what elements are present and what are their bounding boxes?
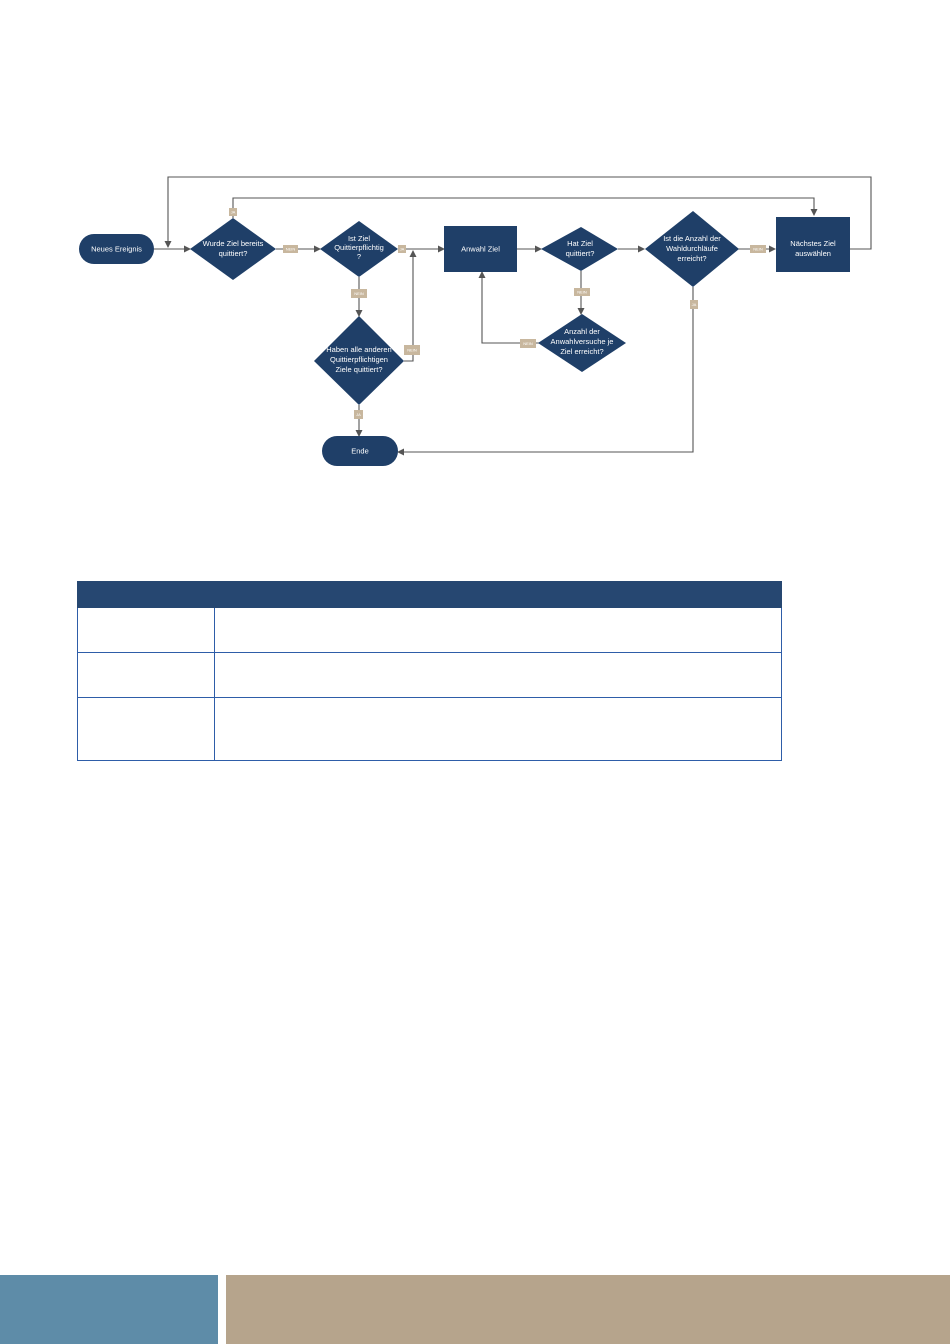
- svg-text:Ziele quittiert?: Ziele quittiert?: [335, 365, 382, 374]
- edge-label-nein: NEIN: [283, 245, 298, 253]
- decision-ist-ziel-quittierpflichtig: Ist Ziel Quittierpflichtig ?: [320, 221, 398, 277]
- table-row: [77, 607, 782, 653]
- table-header-cell: [214, 581, 782, 608]
- svg-text:Quittierpflichtig: Quittierpflichtig: [334, 243, 384, 252]
- edge-q6-to-ende-ja: [397, 287, 694, 456]
- footer-right-bar: [226, 1275, 950, 1344]
- info-table: [77, 581, 782, 761]
- svg-text:Anzahl der: Anzahl der: [564, 327, 600, 336]
- edge-q3-to-anwahl-nein: [404, 250, 417, 362]
- svg-text:auswählen: auswählen: [795, 249, 831, 258]
- svg-text:Neues Ereignis: Neues Ereignis: [91, 245, 142, 254]
- edge-label-nein: NEIN: [750, 245, 766, 253]
- svg-text:quittiert?: quittiert?: [219, 249, 248, 258]
- table-cell: [77, 697, 215, 761]
- svg-text:NEIN: NEIN: [407, 348, 417, 353]
- svg-text:erreicht?: erreicht?: [677, 254, 706, 263]
- decision-anzahl-anwahlversuche: Anzahl der Anwahlversuche je Ziel erreic…: [538, 314, 626, 372]
- svg-text:Nächstes Ziel: Nächstes Ziel: [790, 239, 836, 248]
- table-row: [77, 697, 782, 761]
- edge-label-nein: NEIN: [404, 345, 420, 355]
- edge-label-ja: JA: [398, 245, 406, 253]
- svg-text:NEIN: NEIN: [577, 290, 587, 295]
- edge-label-nein: NEIN: [351, 289, 367, 298]
- svg-text:Ist Ziel: Ist Ziel: [348, 234, 370, 243]
- start-node-neues-ereignis: Neues Ereignis: [79, 234, 154, 264]
- svg-text:Anwahlversuche je: Anwahlversuche je: [551, 337, 614, 346]
- decision-hat-ziel-quittiert: Hat Ziel quittiert?: [541, 227, 618, 271]
- svg-text:Ziel erreicht?: Ziel erreicht?: [560, 347, 603, 356]
- svg-text:NEIN: NEIN: [354, 291, 364, 296]
- svg-text:JA: JA: [356, 412, 361, 417]
- edge-q1-to-next-ja: [232, 197, 818, 218]
- svg-text:Haben alle anderen: Haben alle anderen: [326, 345, 391, 354]
- svg-text:JA: JA: [231, 210, 236, 215]
- svg-text:NEIN: NEIN: [286, 247, 296, 252]
- edge-label-ja: JA: [354, 410, 363, 419]
- table-row: [77, 652, 782, 698]
- footer-left-bar: [0, 1275, 218, 1344]
- edge-labels: NEIN JA JA NEIN NEIN JA NEIN NEIN: [229, 208, 766, 419]
- edge-q5-to-anwahl-nein: [478, 271, 540, 344]
- decision-anzahl-wahldurchlaeufe: Ist die Anzahl der Wahldurchläufe erreic…: [645, 211, 739, 287]
- nodes: Neues Ereignis Wurde Ziel bereits quitti…: [79, 211, 850, 466]
- info-table-container: [77, 581, 782, 761]
- table-header-row: [77, 581, 782, 608]
- edge-label-nein: NEIN: [574, 288, 590, 296]
- process-anwahl-ziel: Anwahl Ziel: [444, 226, 517, 272]
- end-node-ende: Ende: [322, 436, 398, 466]
- decision-wurde-ziel-quittiert: Wurde Ziel bereits quittiert?: [190, 218, 276, 280]
- svg-text:Quittierpflichtigen: Quittierpflichtigen: [330, 355, 388, 364]
- table-cell: [214, 697, 782, 761]
- svg-text:Anwahl Ziel: Anwahl Ziel: [461, 245, 500, 254]
- svg-text:Hat Ziel: Hat Ziel: [567, 239, 593, 248]
- svg-text:JA: JA: [692, 302, 697, 307]
- flowchart: NEIN JA JA NEIN NEIN JA NEIN NEIN: [79, 176, 872, 466]
- svg-text:Ende: Ende: [351, 447, 369, 456]
- table-cell: [214, 607, 782, 653]
- svg-text:NEIN: NEIN: [523, 341, 533, 346]
- table-cell: [77, 607, 215, 653]
- table-header-cell: [77, 581, 215, 608]
- edge-label-ja: JA: [229, 208, 237, 216]
- decision-haben-alle-anderen: Haben alle anderen Quittierpflichtigen Z…: [314, 316, 404, 405]
- svg-text:NEIN: NEIN: [753, 247, 763, 252]
- svg-text:?: ?: [357, 252, 361, 261]
- process-naechstes-ziel-auswaehlen: Nächstes Ziel auswählen: [776, 217, 850, 272]
- edge-label-ja: JA: [690, 300, 698, 309]
- edge-label-nein: NEIN: [520, 339, 536, 348]
- svg-text:Ist die Anzahl der: Ist die Anzahl der: [663, 234, 721, 243]
- svg-text:JA: JA: [400, 247, 405, 252]
- svg-text:Wahldurchläufe: Wahldurchläufe: [666, 244, 718, 253]
- table-cell: [214, 652, 782, 698]
- table-cell: [77, 652, 215, 698]
- svg-text:quittiert?: quittiert?: [566, 249, 595, 258]
- edge-next-to-q1-loop: [164, 176, 872, 250]
- edges: [154, 176, 872, 456]
- svg-text:Wurde Ziel bereits: Wurde Ziel bereits: [203, 239, 264, 248]
